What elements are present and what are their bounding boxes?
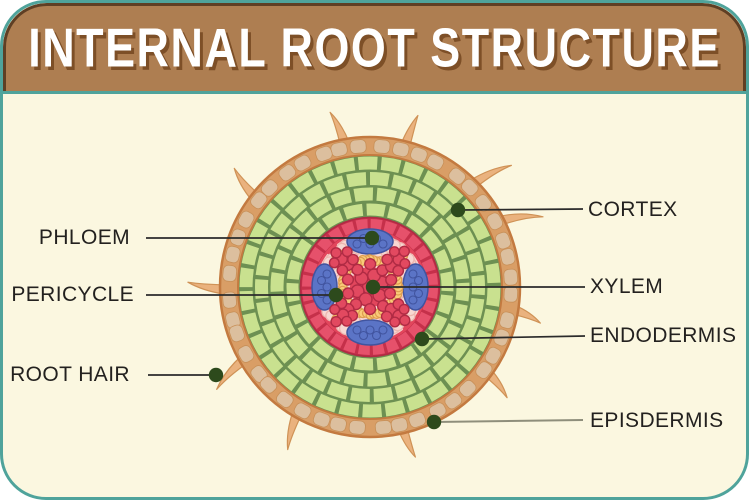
xylem-core — [328, 245, 411, 328]
root-hair — [469, 164, 512, 188]
dot-pericycle — [328, 287, 344, 303]
dot-cortex — [450, 202, 466, 218]
root-hair — [497, 213, 544, 226]
root-hair — [286, 410, 302, 451]
annotations — [146, 202, 586, 430]
leader-endodermis — [421, 335, 586, 340]
dot-root-hair — [208, 367, 224, 383]
label-endodermis: ENDODERMIS — [590, 324, 737, 347]
root-cross-section-diagram — [146, 111, 586, 458]
label-cortex: CORTEX — [588, 198, 678, 221]
label-root-hair: ROOT HAIR — [10, 363, 130, 386]
root-hair — [187, 281, 225, 295]
label-xylem: XYLEM — [590, 275, 664, 298]
dot-phloem — [364, 230, 380, 246]
page-title: INTERNAL ROOT STRUCTURE — [28, 17, 721, 79]
label-pericycle: PERICYCLE — [11, 283, 134, 306]
root-hair — [400, 114, 419, 147]
root-hair — [512, 304, 541, 324]
title-banner: INTERNAL ROOT STRUCTURE — [3, 3, 746, 91]
leader-cortex — [457, 208, 584, 211]
label-phloem: PHLOEM — [38, 226, 130, 249]
label-episdermis: EPISDERMIS — [590, 409, 724, 432]
root-hair — [329, 111, 350, 145]
root-hair — [397, 427, 416, 458]
dot-xylem — [365, 279, 381, 295]
root-hair — [216, 355, 247, 390]
leader-episdermis — [433, 419, 584, 423]
banner-divider — [3, 91, 746, 94]
root-hairs — [187, 111, 544, 458]
dot-episdermis — [426, 414, 442, 430]
dot-endodermis — [414, 331, 430, 347]
